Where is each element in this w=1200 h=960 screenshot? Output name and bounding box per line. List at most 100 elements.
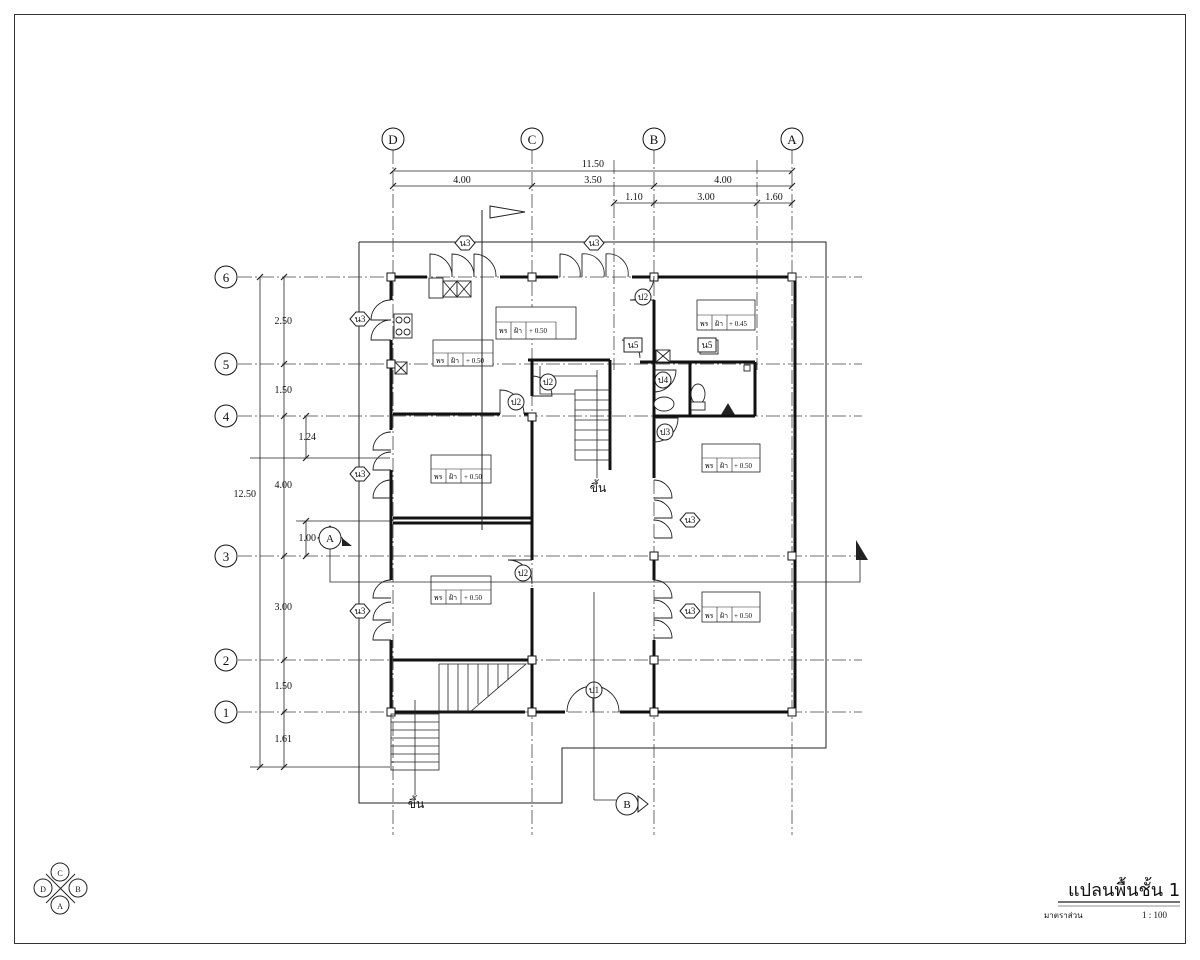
stair-up-label-exterior: ขึ้น bbox=[408, 795, 424, 811]
svg-text:+ 0.50: + 0.50 bbox=[464, 594, 482, 602]
dim-1-end: 1.61 bbox=[275, 734, 293, 745]
room-tag-dining: พร ฝ้า + 0.50 bbox=[495, 306, 577, 340]
svg-text:A: A bbox=[57, 902, 63, 911]
dim-sub-3: 1.60 bbox=[765, 192, 783, 203]
dim-3-2: 3.00 bbox=[275, 602, 293, 613]
svg-text:+ 0.50: + 0.50 bbox=[529, 327, 547, 335]
svg-text:ฝ้า: ฝ้า bbox=[715, 320, 723, 328]
window-tag-left-1: น3 bbox=[349, 311, 371, 327]
svg-text:ป2: ป2 bbox=[511, 397, 521, 407]
svg-text:A: A bbox=[326, 533, 334, 545]
svg-text:ป2: ป2 bbox=[638, 292, 648, 302]
svg-text:พร: พร bbox=[434, 473, 443, 481]
svg-text:ฝ้า: ฝ้า bbox=[449, 473, 457, 481]
grid-bubble-row-3: 3 bbox=[214, 544, 238, 568]
scale-label: มาตราส่วน bbox=[1044, 911, 1083, 920]
kitchen-fixtures bbox=[393, 277, 472, 375]
window-tag-right-1: น3 bbox=[679, 512, 701, 528]
grid-bubble-col-c: C bbox=[520, 127, 544, 151]
grid-bubble-row-2: 2 bbox=[214, 648, 238, 672]
svg-text:น5: น5 bbox=[702, 340, 713, 350]
svg-text:B: B bbox=[75, 885, 80, 894]
structural-columns bbox=[386, 272, 797, 717]
door-tag-stair: ป2 bbox=[539, 373, 557, 391]
svg-text:น3: น3 bbox=[355, 314, 366, 324]
drawing-frame bbox=[14, 14, 1186, 944]
svg-text:D: D bbox=[40, 885, 46, 894]
svg-text:พร: พร bbox=[434, 594, 443, 602]
svg-text:ป2: ป2 bbox=[543, 377, 553, 387]
door-tag-living: ป3 bbox=[656, 423, 674, 441]
svg-text:น3: น3 bbox=[355, 606, 366, 616]
svg-text:3: 3 bbox=[223, 549, 230, 564]
svg-text:ป3: ป3 bbox=[660, 427, 671, 437]
svg-text:ป2: ป2 bbox=[518, 568, 528, 578]
svg-text:+ 0.50: + 0.50 bbox=[466, 357, 484, 365]
svg-text:พร: พร bbox=[705, 612, 714, 620]
svg-text:C: C bbox=[528, 132, 537, 147]
grid-bubble-col-b: B bbox=[642, 127, 666, 151]
svg-text:พร: พร bbox=[705, 462, 714, 470]
grid-bubble-row-4: 4 bbox=[214, 404, 238, 428]
dim-2-1: 1.50 bbox=[275, 681, 293, 692]
svg-text:ฝ้า: ฝ้า bbox=[720, 612, 728, 620]
window-tag-top-left: น3 bbox=[454, 235, 476, 251]
windows bbox=[370, 253, 673, 641]
svg-text:5: 5 bbox=[223, 357, 230, 372]
svg-text:1: 1 bbox=[223, 705, 230, 720]
window-tag-right-2: น3 bbox=[679, 603, 701, 619]
svg-text:6: 6 bbox=[223, 270, 230, 285]
interior-stair bbox=[539, 366, 612, 478]
room-tag-bedroom-1: พร ฝ้า + 0.50 bbox=[430, 454, 492, 484]
door-tag-kitchen: ป2 bbox=[507, 393, 525, 411]
svg-text:+ 0.50: + 0.50 bbox=[464, 473, 482, 481]
window-tag-top-mid: น3 bbox=[583, 235, 605, 251]
room-tag-living: พร ฝ้า + 0.50 bbox=[701, 443, 761, 473]
svg-text:+ 0.45: + 0.45 bbox=[729, 320, 747, 328]
svg-text:ฝ้า: ฝ้า bbox=[514, 327, 522, 335]
dim-sub-2: 3.00 bbox=[697, 192, 715, 203]
dim-total-depth: 12.50 bbox=[234, 489, 257, 500]
dim-d-c: 4.00 bbox=[453, 175, 471, 186]
grid-bubble-row-6: 6 bbox=[214, 265, 238, 289]
svg-text:C: C bbox=[57, 869, 62, 878]
stair-up-label-interior: ขึ้น bbox=[590, 479, 606, 495]
svg-text:น3: น3 bbox=[589, 238, 600, 248]
svg-text:น3: น3 bbox=[685, 515, 696, 525]
dim-c-b: 3.50 bbox=[584, 175, 602, 186]
svg-text:พร: พร bbox=[436, 357, 445, 365]
dim-sub-3b: 1.00 bbox=[299, 533, 317, 544]
grid-bubble-col-a: A bbox=[780, 127, 804, 151]
svg-text:2: 2 bbox=[223, 653, 230, 668]
svg-text:ฝ้า: ฝ้า bbox=[451, 357, 459, 365]
window-tags: น3 น3 น3 น3 น3 น3 น3 น5 bbox=[349, 235, 717, 619]
door-tags: ป1 ป2 ป2 ป2 ป2 ป4 ป3 bbox=[507, 288, 674, 699]
svg-text:น3: น3 bbox=[460, 238, 471, 248]
door-tag-bathroom-1: ป2 bbox=[634, 288, 652, 306]
top-dimension-labels: 11.50 4.00 3.50 4.00 1.10 3.00 1.60 bbox=[453, 159, 783, 203]
door-tag-bedroom-2: ป2 bbox=[514, 564, 532, 582]
title-block: แปลนพื้นชั้น 1 มาตราส่วน 1 : 100 bbox=[1044, 877, 1180, 920]
room-tag-parking: พร ฝ้า + 0.50 bbox=[701, 591, 761, 623]
grid-bubble-row-1: 1 bbox=[214, 700, 238, 724]
north-flag bbox=[481, 205, 526, 530]
dim-b-a: 4.00 bbox=[714, 175, 732, 186]
svg-text:+ 0.50: + 0.50 bbox=[734, 612, 752, 620]
svg-text:พร: พร bbox=[499, 327, 508, 335]
svg-text:A: A bbox=[787, 132, 797, 147]
dim-sub-1: 1.10 bbox=[625, 192, 643, 203]
drawing-title: แปลนพื้นชั้น 1 bbox=[1068, 877, 1180, 901]
door-tag-bathroom-2: ป4 bbox=[654, 371, 672, 389]
window-tag-left-2: น3 bbox=[349, 466, 371, 482]
room-tags: พร ฝ้า + 0.50 พร ฝ้า + 0.50 พร ฝ้า + 0.5… bbox=[430, 299, 761, 623]
dim-5-4: 1.50 bbox=[275, 385, 293, 396]
dim-total-width: 11.50 bbox=[582, 159, 604, 170]
svg-text:พร: พร bbox=[700, 320, 709, 328]
column-bubbles: D C B A bbox=[381, 127, 804, 151]
room-tag-kitchen: พร ฝ้า + 0.50 bbox=[432, 339, 494, 367]
left-dimensions bbox=[250, 273, 390, 771]
grid-lines bbox=[238, 150, 862, 835]
section-marker-a: A bbox=[316, 525, 868, 583]
svg-text:B: B bbox=[650, 132, 659, 147]
